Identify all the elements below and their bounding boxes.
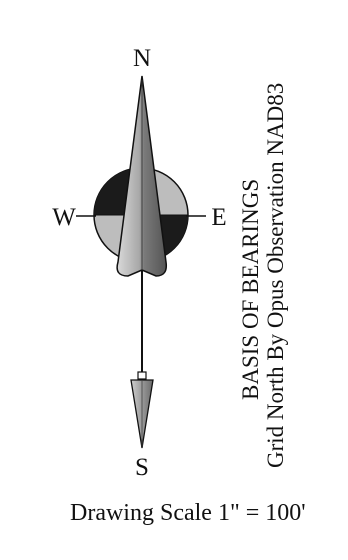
- basis-of-bearings-title: BASIS OF BEARINGS: [238, 179, 263, 400]
- north-needle: [116, 75, 168, 277]
- south-arrowhead: [130, 379, 154, 449]
- drawing-scale: Drawing Scale 1" = 100': [70, 500, 306, 526]
- east-label: E: [211, 204, 226, 231]
- basis-of-bearings-subtitle: Grid North By Opus Observation NAD83: [263, 83, 288, 468]
- north-label: N: [133, 45, 151, 72]
- stem-collar: [137, 371, 147, 380]
- south-label: S: [135, 454, 149, 481]
- west-label: W: [52, 204, 76, 231]
